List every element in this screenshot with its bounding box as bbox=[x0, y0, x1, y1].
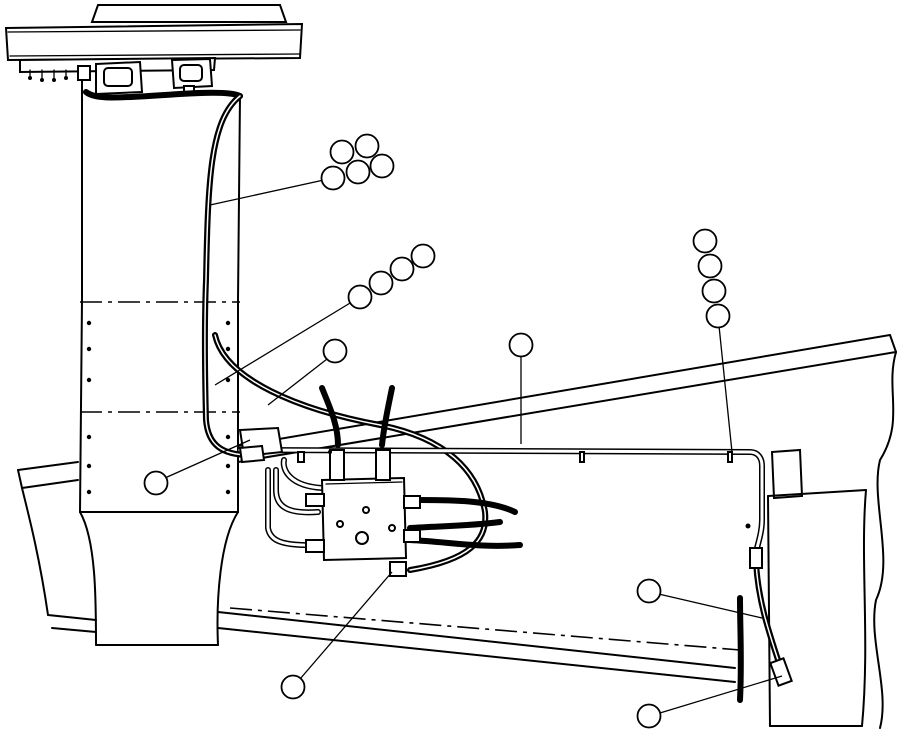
callout-balloon bbox=[368, 270, 394, 296]
callout-balloon bbox=[508, 332, 534, 358]
callout-right-hose bbox=[636, 578, 662, 604]
column-bolts bbox=[86, 320, 231, 495]
right-mount bbox=[737, 448, 867, 727]
valve-block bbox=[305, 449, 421, 577]
callout-valve-fitting bbox=[280, 674, 306, 700]
hose-runs bbox=[83, 89, 523, 573]
callout-tube-line bbox=[508, 332, 534, 358]
callout-right-stack bbox=[692, 228, 731, 329]
tube-bracket bbox=[238, 426, 733, 464]
callout-balloon bbox=[143, 470, 169, 496]
callout-balloon bbox=[636, 578, 662, 604]
callout-balloon bbox=[345, 159, 371, 185]
callout-balloon bbox=[369, 153, 395, 179]
callout-balloon bbox=[701, 278, 727, 304]
callout-balloon bbox=[410, 243, 436, 269]
chassis-frame bbox=[17, 334, 897, 729]
vertical-column bbox=[79, 71, 241, 646]
leader-lines bbox=[155, 177, 783, 717]
callout-balloon bbox=[697, 253, 723, 279]
callout-balloon bbox=[705, 303, 731, 329]
callout-right-fitting bbox=[636, 703, 662, 729]
callout-balloon bbox=[329, 139, 355, 165]
callout-balloon bbox=[322, 338, 348, 364]
callout-balloon bbox=[347, 284, 373, 310]
callout-left-mount bbox=[143, 470, 169, 496]
callout-balloon bbox=[389, 256, 415, 282]
top-housing bbox=[4, 4, 304, 96]
callout-balloon bbox=[692, 228, 718, 254]
callout-balloon bbox=[280, 674, 306, 700]
callout-upper-hose bbox=[320, 133, 395, 191]
callout-balloon bbox=[320, 165, 346, 191]
callout-mid-hose bbox=[347, 243, 436, 310]
callout-balloon bbox=[354, 133, 380, 159]
callout-balloon bbox=[636, 703, 662, 729]
callout-center-hose bbox=[322, 338, 348, 364]
